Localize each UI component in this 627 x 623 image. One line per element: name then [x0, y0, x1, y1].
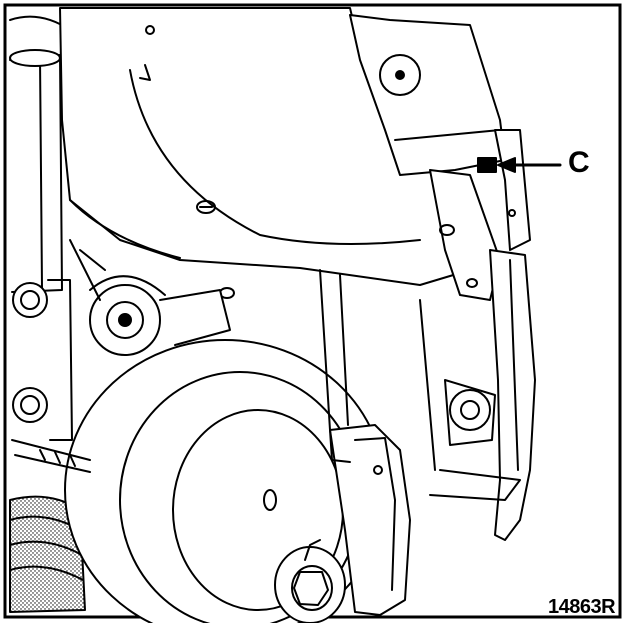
left-bolts: [12, 279, 73, 441]
trim-panel: [429, 249, 536, 541]
callout-arrow: [497, 157, 562, 173]
callout-label-c: C: [568, 146, 590, 179]
abs-sensor: [319, 269, 496, 471]
driveshaft-boot: [9, 495, 86, 613]
liner-fastener: [196, 200, 216, 214]
upper-bracket: [349, 14, 506, 176]
brake-caliper: [329, 424, 411, 616]
side-bracket: [429, 129, 531, 301]
pulley-assembly: [69, 239, 231, 356]
clip-c: [477, 157, 497, 173]
hatch-detail: [11, 439, 91, 473]
wheel-hub: [274, 539, 346, 623]
figure-reference-number: 14863R: [548, 596, 616, 618]
